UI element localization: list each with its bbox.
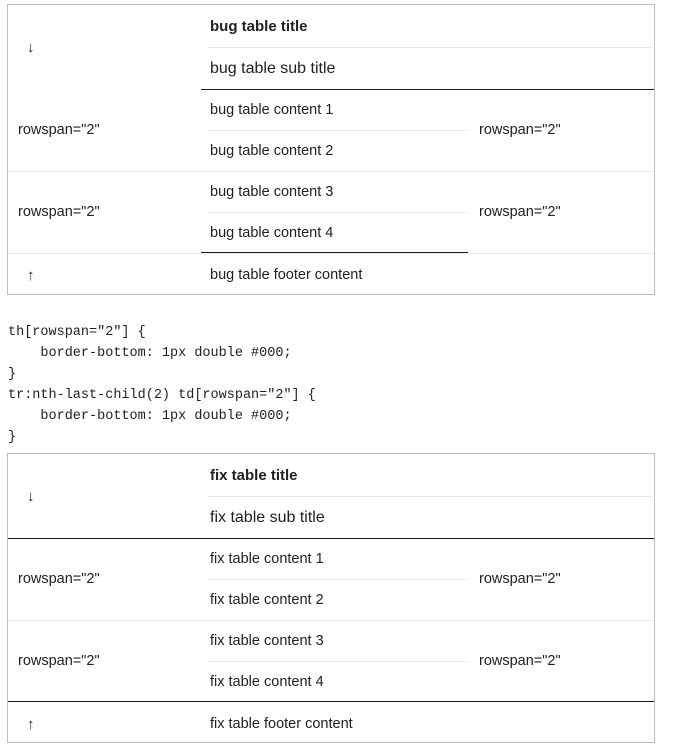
bug-table-group1-left-cell: rowspan="2" — [18, 122, 100, 138]
fix-table-content-1: fix table content 1 — [210, 550, 324, 567]
bug-table-content-2: bug table content 2 — [207, 130, 468, 171]
bug-table: ↓ bug table title bug table sub title ro… — [7, 4, 656, 297]
bug-table-group2-left-cell: rowspan="2" — [18, 204, 100, 220]
bug-table-content-1: bug table content 1 — [210, 101, 334, 118]
table-row: rowspan="2" fix table content 3 fix tabl… — [8, 620, 654, 702]
table-row: rowspan="2" bug table content 1 bug tabl… — [8, 89, 654, 171]
fix-table-header-row: ↓ fix table title fix table sub title — [8, 454, 656, 538]
bug-table-subtitle: bug table sub title — [207, 47, 656, 89]
fix-table-subtitle: fix table sub title — [207, 496, 656, 538]
fix-table-prefooter-rule — [8, 701, 654, 702]
arrow-up-icon: ↑ — [27, 715, 35, 733]
bug-table-header-marker-cell: ↓ — [8, 5, 201, 89]
bug-table-group2-content-cell: bug table content 3 bug table content 4 — [201, 171, 468, 253]
fix-table-header-bottom-rule — [8, 538, 654, 539]
arrow-up-icon: ↑ — [27, 266, 35, 284]
bug-table-header-row: ↓ bug table title bug table sub title — [8, 5, 656, 89]
bug-table-footer-divider — [8, 253, 654, 254]
fix-table-group2-content-cell: fix table content 3 fix table content 4 — [201, 620, 468, 702]
arrow-down-icon: ↓ — [27, 38, 35, 56]
fix-table-group1-right-cell: rowspan="2" — [479, 571, 561, 587]
bug-table-footer-marker-cell: ↑ — [8, 253, 201, 297]
fix-table-content-4: fix table content 4 — [207, 661, 468, 702]
bug-table-header-bottom-rule — [201, 89, 654, 90]
arrow-down-icon: ↓ — [27, 487, 35, 505]
fix-table-content-3: fix table content 3 — [210, 632, 324, 649]
fix-table-header-text-cell: fix table title fix table sub title — [201, 454, 656, 538]
table-row: rowspan="2" fix table content 1 fix tabl… — [8, 538, 654, 620]
bug-table-group1-content-cell: bug table content 1 bug table content 2 — [201, 89, 468, 171]
fix-table: ↓ fix table title fix table sub title ro… — [7, 453, 656, 746]
bug-table-content-4: bug table content 4 — [207, 212, 468, 253]
bug-table-prefooter-rule — [201, 252, 468, 253]
bug-table-title: bug table title — [210, 17, 308, 35]
fix-table-group1-left-cell: rowspan="2" — [18, 571, 100, 587]
fix-table-group2-left-cell: rowspan="2" — [18, 653, 100, 669]
bug-table-content-3: bug table content 3 — [210, 183, 334, 200]
fix-table-group-divider — [8, 620, 654, 621]
fix-table-header-marker-cell: ↓ — [8, 454, 201, 538]
bug-table-group1-right-cell: rowspan="2" — [479, 122, 561, 138]
fix-table-footer-row: ↑ fix table footer content — [8, 702, 654, 746]
fix-table-title: fix table title — [210, 466, 298, 484]
css-code-block: th[rowspan="2"] { border-bottom: 1px dou… — [8, 325, 316, 445]
bug-table-group-divider — [8, 171, 654, 172]
bug-table-footer-content: bug table footer content — [210, 267, 363, 283]
fix-table-footer-marker-cell: ↑ — [8, 702, 201, 746]
fix-table-content-2: fix table content 2 — [207, 579, 468, 620]
table-row: rowspan="2" bug table content 3 bug tabl… — [8, 171, 654, 253]
fix-table-footer-content: fix table footer content — [210, 716, 353, 732]
fix-table-group1-content-cell: fix table content 1 fix table content 2 — [201, 538, 468, 620]
bug-table-footer-row: ↑ bug table footer content — [8, 253, 654, 297]
bug-table-group2-right-cell: rowspan="2" — [479, 204, 561, 220]
fix-table-group2-right-cell: rowspan="2" — [479, 653, 561, 669]
bug-table-header-text-cell: bug table title bug table sub title — [201, 5, 656, 89]
